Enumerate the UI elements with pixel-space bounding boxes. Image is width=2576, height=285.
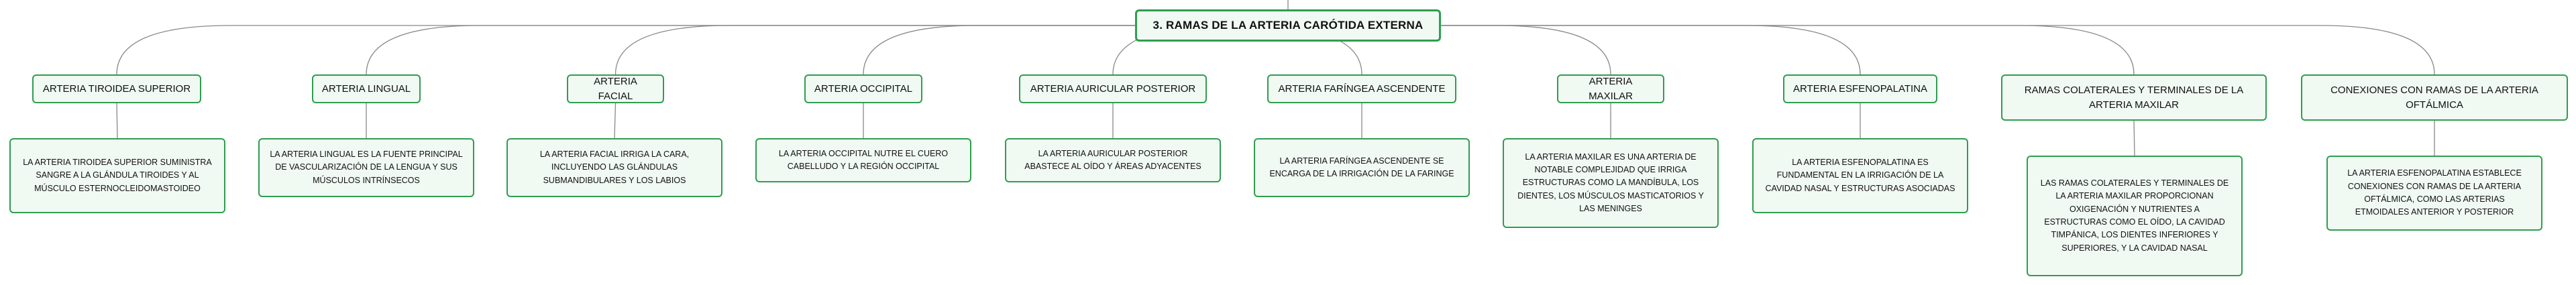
branch-title: ARTERIA ESFENOPALATINA: [1792, 82, 1928, 95]
description-text: LA ARTERIA AURICULAR POSTERIOR ABASTECE …: [1024, 148, 1201, 171]
branch-connector: [116, 25, 1135, 75]
branch-node-conexiones-oftalmica[interactable]: CONEXIONES CON RAMAS DE LA ARTERIA OFTÁL…: [2301, 74, 2568, 121]
branch-node-facial[interactable]: ARTERIA FACIAL: [567, 74, 664, 103]
branch-title: ARTERIA LINGUAL: [321, 82, 411, 95]
branch-title: ARTERIA TIROIDEA SUPERIOR: [42, 82, 191, 95]
description-node-esfenopalatina[interactable]: LA ARTERIA ESFENOPALATINA ES FUNDAMENTAL…: [1752, 138, 1968, 213]
description-text: LA ARTERIA ESFENOPALATINA ESTABLECE CONE…: [2347, 168, 2522, 217]
branch-connector: [1441, 25, 1861, 75]
description-connector: [2133, 120, 2135, 156]
branch-connector: [366, 25, 1135, 75]
branch-node-occipital[interactable]: ARTERIA OCCIPITAL: [804, 74, 922, 103]
branch-title: ARTERIA MAXILAR: [1589, 75, 1633, 102]
description-node-auricular-posterior[interactable]: LA ARTERIA AURICULAR POSTERIOR ABASTECE …: [1005, 138, 1221, 182]
branch-connector: [863, 25, 1135, 75]
branch-node-faringea-ascendente[interactable]: ARTERIA FARÍNGEA ASCENDENTE: [1267, 74, 1456, 103]
description-text: LA ARTERIA MAXILAR ES UNA ARTERIA DE NOT…: [1517, 152, 1704, 214]
description-node-lingual[interactable]: LA ARTERIA LINGUAL ES LA FUENTE PRINCIPA…: [258, 138, 474, 197]
description-node-tiroidea-superior[interactable]: LA ARTERIA TIROIDEA SUPERIOR SUMINISTRA …: [9, 138, 225, 213]
branch-node-ramas-colaterales[interactable]: RAMAS COLATERALES Y TERMINALES DE LA ART…: [2001, 74, 2267, 121]
description-text: LA ARTERIA FARÍNGEA ASCENDENTE SE ENCARG…: [1269, 156, 1454, 178]
branch-connector: [1441, 25, 1611, 75]
description-text: LA ARTERIA ESFENOPALATINA ES FUNDAMENTAL…: [1765, 157, 1955, 193]
branch-title: ARTERIA OCCIPITAL: [814, 82, 913, 95]
branch-connector: [1441, 25, 2435, 75]
description-text: LA ARTERIA TIROIDEA SUPERIOR SUMINISTRA …: [23, 157, 212, 193]
branch-node-tiroidea-superior[interactable]: ARTERIA TIROIDEA SUPERIOR: [32, 74, 201, 103]
root-node[interactable]: 3. RAMAS DE LA ARTERIA CARÓTIDA EXTERNA: [1135, 9, 1441, 42]
description-node-occipital[interactable]: LA ARTERIA OCCIPITAL NUTRE EL CUERO CABE…: [755, 138, 971, 182]
branch-node-lingual[interactable]: ARTERIA LINGUAL: [312, 74, 421, 103]
description-text: LA ARTERIA FACIAL IRRIGA LA CARA, INCLUY…: [539, 149, 690, 185]
branch-node-auricular-posterior[interactable]: ARTERIA AURICULAR POSTERIOR: [1019, 74, 1207, 103]
description-node-ramas-colaterales[interactable]: LAS RAMAS COLATERALES Y TERMINALES DE LA…: [2027, 156, 2243, 276]
description-text: LA ARTERIA LINGUAL ES LA FUENTE PRINCIPA…: [270, 149, 463, 185]
branch-title: ARTERIA FARÍNGEA ASCENDENTE: [1278, 82, 1446, 95]
branch-title: ARTERIA FACIAL: [594, 75, 637, 102]
branch-title: ARTERIA AURICULAR POSTERIOR: [1030, 82, 1196, 95]
branch-title: RAMAS COLATERALES Y TERMINALES DE LA ART…: [2024, 84, 2244, 111]
branch-node-esfenopalatina[interactable]: ARTERIA ESFENOPALATINA: [1783, 74, 1937, 103]
description-node-faringea-ascendente[interactable]: LA ARTERIA FARÍNGEA ASCENDENTE SE ENCARG…: [1254, 138, 1470, 197]
branch-node-maxilar[interactable]: ARTERIA MAXILAR: [1557, 74, 1664, 103]
description-connector: [614, 103, 616, 139]
description-node-conexiones-oftalmica[interactable]: LA ARTERIA ESFENOPALATINA ESTABLECE CONE…: [2326, 156, 2542, 231]
branch-connector: [614, 25, 1135, 75]
description-text: LA ARTERIA OCCIPITAL NUTRE EL CUERO CABE…: [778, 148, 949, 171]
description-node-maxilar[interactable]: LA ARTERIA MAXILAR ES UNA ARTERIA DE NOT…: [1503, 138, 1719, 228]
root-label: 3. RAMAS DE LA ARTERIA CARÓTIDA EXTERNA: [1152, 19, 1424, 32]
branch-title: CONEXIONES CON RAMAS DE LA ARTERIA OFTÁL…: [2330, 84, 2538, 111]
description-text: LAS RAMAS COLATERALES Y TERMINALES DE LA…: [2040, 178, 2229, 253]
branch-connector: [1441, 25, 2135, 75]
description-node-facial[interactable]: LA ARTERIA FACIAL IRRIGA LA CARA, INCLUY…: [506, 138, 722, 197]
